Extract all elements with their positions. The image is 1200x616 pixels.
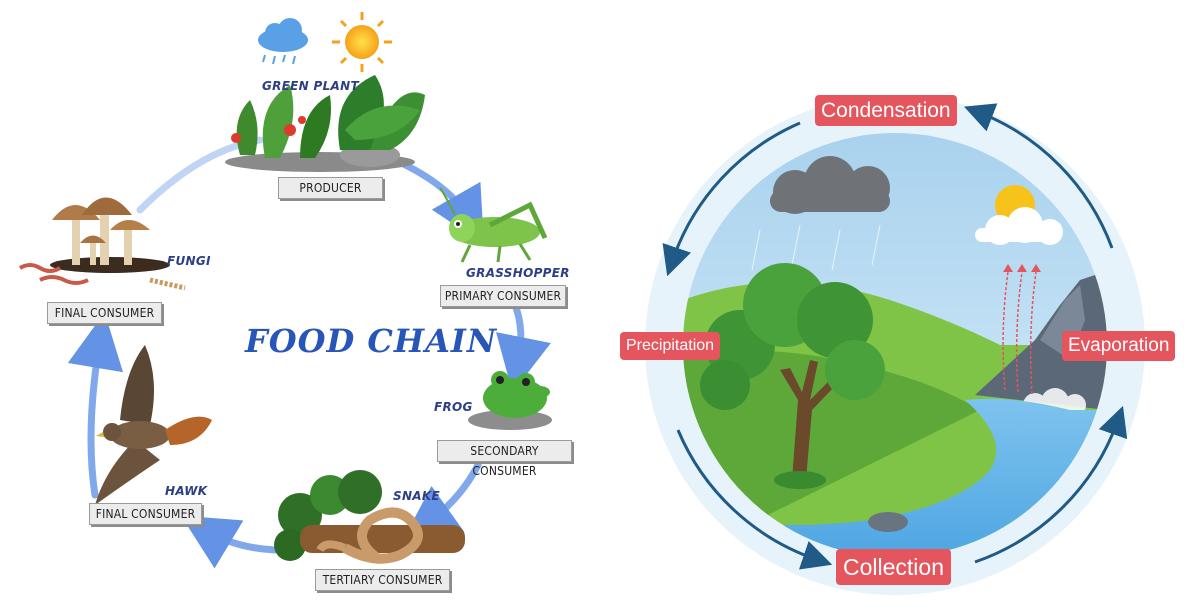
evaporation-arrows [1002,271,1037,395]
rain-cloud-icon [258,18,308,65]
food-chain-diagram [18,12,552,569]
water-cycle-arrows [662,103,1128,570]
arrow-hawk-to-fungi [67,312,124,499]
hawk-icon [95,345,212,505]
sun-icon [332,12,392,72]
snake-on-log-icon [274,470,465,565]
organism-name-fungi: FUNGI [167,254,211,268]
role-label-final-consumer-hawk: FINAL CONSUMER [89,503,202,525]
arrow-precipitation-to-collection [676,429,833,570]
organism-name-grasshopper: GRASSHOPPER [466,266,570,280]
organism-name-snake: SNAKE [393,489,440,503]
arrow-grasshopper-to-frog [496,301,551,393]
arrow-condensation-to-precipitation [662,121,801,277]
arrow-producer-to-grasshopper [391,156,484,245]
grasshopper-icon [439,187,548,263]
role-label-final-consumer-fungi: FINAL CONSUMER [47,302,162,324]
frog-icon [468,371,552,430]
organism-name-hawk: HAWK [165,484,208,498]
role-label-tertiary-consumer: TERTIARY CONSUMER [315,569,450,591]
green-plant-icon [225,75,425,172]
arrow-frog-to-snake [402,461,482,542]
role-label-primary-consumer: PRIMARY CONSUMER [440,285,566,307]
stage-label-condensation: Condensation [815,95,957,126]
storm-cloud-icon [770,156,890,214]
food-chain-title: FOOD CHAIN [245,322,498,360]
river-lake [683,398,1107,557]
arrow-collection-to-evaporation [974,405,1128,564]
stage-label-evaporation: Evaporation [1062,331,1176,361]
organism-name-green-plant: GREEN PLANT [262,79,359,93]
water-cycle-diagram [645,95,1145,595]
stage-label-precipitation: Precipitation [620,332,721,360]
arrow-evaporation-to-condensation [964,103,1114,249]
fungi-icon [18,197,186,291]
arrow-snake-to-hawk [180,515,279,569]
organism-name-frog: FROG [434,400,473,414]
role-label-producer: PRODUCER [278,177,383,199]
food-chain-arrows [67,136,551,569]
role-label-secondary-consumer: SECONDARY CONSUMER [437,440,572,478]
sun-icon-water-cycle [975,185,1063,245]
stage-label-collection: Collection [836,549,951,585]
tree-icon [700,263,885,489]
